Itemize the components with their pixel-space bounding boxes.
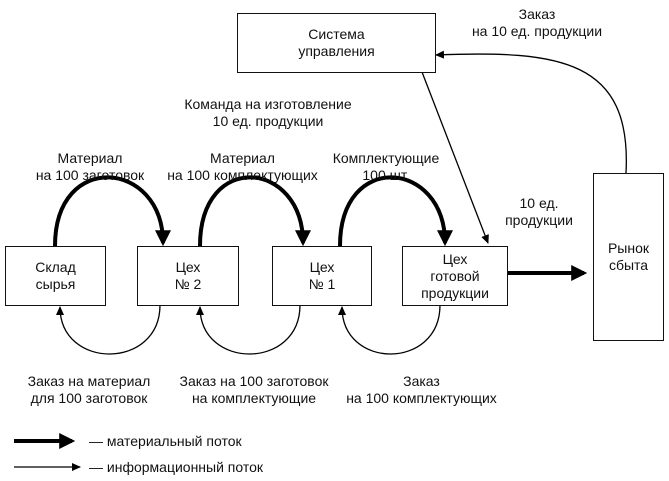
shop1-line2: № 1 xyxy=(308,276,336,292)
label-command: Команда на изготовление 10 ед. продукции xyxy=(184,96,352,129)
info-arrow-control-to-finished xyxy=(421,71,489,244)
warehouse-box: Склад сырья xyxy=(5,246,106,306)
label-order-material: Заказ на материал для 100 заготовок xyxy=(27,373,151,406)
label-order-components: Заказ на 100 комплектующих xyxy=(346,373,497,406)
info-arrow-shop2-to-warehouse xyxy=(56,304,161,355)
info-arrow-shop1-to-shop2 xyxy=(196,304,301,355)
warehouse-line2: сырья xyxy=(35,276,76,292)
legend-info-flow: — информационный поток xyxy=(89,459,264,475)
label-material-blanks: Материал на 100 заготовок xyxy=(35,150,145,183)
shop1-box: Цех № 1 xyxy=(272,246,372,306)
market-box: Рынок сбыта xyxy=(593,173,664,341)
finished-goods-line2: готовой xyxy=(430,267,480,284)
label-material-components: Материал на 100 комплектующих xyxy=(167,150,318,183)
finished-goods-line1: Цех xyxy=(442,250,468,267)
finished-goods-box: Цех готовой продукции xyxy=(402,246,508,306)
market-line2: сбыта xyxy=(608,257,649,273)
label-components: Комплектующие 100 шт. xyxy=(332,150,440,183)
label-order-top: Заказ на 10 ед. продукции xyxy=(471,6,603,39)
label-ten-units: 10 ед. продукции xyxy=(505,195,573,228)
control-system-box: Система управления xyxy=(237,13,436,73)
control-system-line1: Система xyxy=(308,26,365,42)
shop2-line2: № 2 xyxy=(174,276,202,292)
material-arrow-warehouse-to-shop2 xyxy=(53,175,171,247)
info-arrow-market-to-control xyxy=(435,50,627,174)
market-line1: Рынок xyxy=(607,240,650,256)
warehouse-line1: Склад xyxy=(35,259,76,275)
label-order-blanks: Заказ на 100 заготовок на комплектующие xyxy=(179,373,329,406)
control-system-line2: управления xyxy=(298,43,375,59)
info-arrow-finished-to-shop1 xyxy=(338,304,441,355)
material-arrow-shop1-to-finished xyxy=(338,175,453,247)
shop2-line1: Цех xyxy=(175,259,201,275)
shop2-box: Цех № 2 xyxy=(137,246,239,306)
material-arrow-shop2-to-shop1 xyxy=(198,175,311,247)
legend-material-flow: — материальный поток xyxy=(89,433,242,449)
shop1-line1: Цех xyxy=(309,259,335,275)
finished-goods-line3: продукции xyxy=(421,284,489,301)
